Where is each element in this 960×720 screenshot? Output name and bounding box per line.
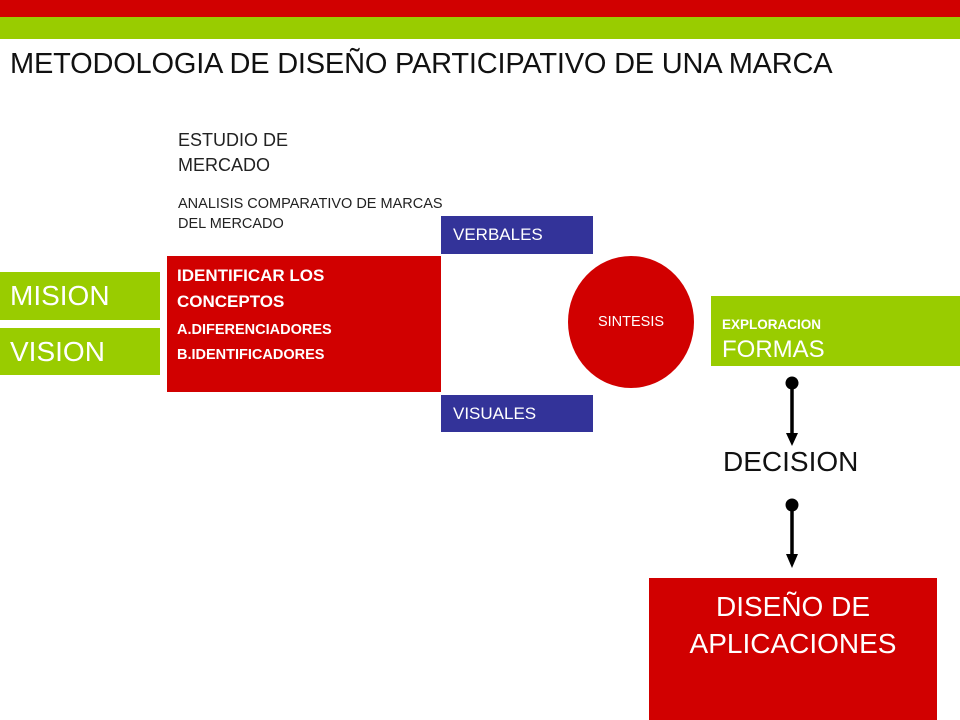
verbales-box: VERBALES [441,216,593,254]
identificar-heading: IDENTIFICAR LOS CONCEPTOS [177,266,325,311]
identificadores-item: B.IDENTIFICADORES [177,347,325,363]
exploracion-label: EXPLORACION [722,317,822,332]
diferenciadores-item: A.DIFERENCIADORES [177,322,332,338]
vision-box: VISION [0,328,160,375]
top-red-bar [0,0,960,17]
mision-box: MISION [0,272,160,320]
sintesis-circle: SINTESIS [568,256,694,388]
disenio-aplicaciones-box: DISEÑO DE APLICACIONES [649,578,937,720]
top-green-bar [0,17,960,39]
arrow-exploracion-to-decision [785,376,799,446]
estudio-de-mercado-label: ESTUDIO DE MERCADO [178,130,289,175]
arrow-decision-to-disenio [785,498,799,568]
page-title: METODOLOGIA DE DISEÑO PARTICIPATIVO DE U… [10,48,833,80]
identificar-conceptos-box: IDENTIFICAR LOS CONCEPTOS A.DIFERENCIADO… [167,256,441,392]
decision-label: DECISION [723,446,859,477]
formas-label: FORMAS [722,336,825,363]
analisis-comparativo-label: ANALISIS COMPARATIVO DE MARCAS DEL MERCA… [178,196,443,232]
exploracion-formas-box: EXPLORACION FORMAS [711,296,960,366]
visuales-box: VISUALES [441,395,593,432]
